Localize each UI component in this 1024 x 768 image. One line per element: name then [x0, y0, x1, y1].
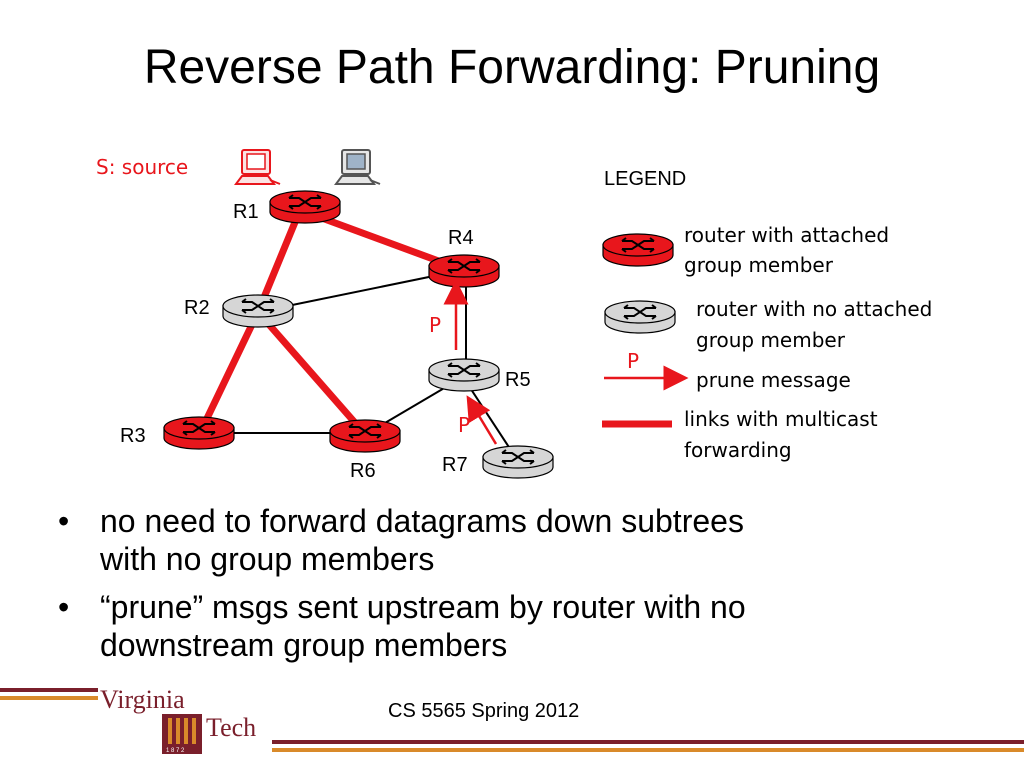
router-label-r6: R6: [350, 460, 376, 482]
router-label-r1: R1: [233, 201, 259, 223]
bullet-item: • no need to forward datagrams down subt…: [58, 502, 958, 578]
logo-virginia-text: Virginia: [100, 685, 185, 714]
bullet-text-line2: with no group members: [100, 541, 435, 577]
logo-year-text: 1 8 7 2: [166, 748, 185, 754]
footer-stripe-left-maroon: [0, 688, 98, 692]
slide-title: Reverse Path Forwarding: Pruning: [143, 41, 881, 94]
legend-item4-line2: forwarding: [684, 438, 792, 462]
legend-title: LEGEND: [604, 168, 686, 190]
logo-hokie-stone-icon: 1 8 7 2: [162, 714, 202, 754]
multicast-link-r2-r6: [255, 309, 367, 436]
bullet-list: • no need to forward datagrams down subt…: [58, 502, 958, 674]
member-computer-icon: [334, 149, 381, 185]
bullet-text-line1: “prune” msgs sent upstream by router wit…: [100, 589, 746, 625]
legend-item2-line2: group member: [696, 328, 846, 352]
source-label: S: source: [96, 155, 188, 179]
legend-item1-line2: group member: [684, 253, 834, 277]
legend-item4-line1: links with multicast: [684, 407, 878, 431]
bullet-marker: •: [58, 503, 70, 539]
router-r5-icon: [428, 358, 500, 392]
bullet-text-line2: downstream group members: [100, 627, 508, 663]
router-label-r4: R4: [448, 227, 474, 249]
footer-stripe-right-orange: [272, 748, 1024, 752]
router-r6-icon: [329, 419, 401, 453]
bullet-text-line1: no need to forward datagrams down subtre…: [100, 503, 744, 539]
footer-stripe-left-orange: [0, 696, 98, 700]
legend-prune-symbol: P: [627, 349, 639, 373]
course-footer: CS 5565 Spring 2012: [388, 700, 580, 722]
multicast-link-r2-r3: [196, 310, 262, 435]
router-label-r5: R5: [505, 369, 531, 391]
router-label-r2: R2: [184, 297, 210, 319]
logo-tech-text: Tech: [206, 713, 256, 742]
source-computer-icon: [234, 149, 281, 185]
legend-item2-line1: router with no attached: [696, 297, 932, 321]
footer-stripe-right-maroon: [272, 740, 1024, 744]
router-label-r7: R7: [442, 454, 468, 476]
legend-item1-line1: router with attached: [684, 223, 889, 247]
prune-arrow-r7-to-r5: [466, 395, 498, 445]
router-r3-icon: [163, 416, 235, 450]
router-r4-icon: [428, 254, 500, 288]
router-r7-icon: [482, 445, 554, 479]
virginia-tech-logo: Virginia 1 8 7 2 Tech: [100, 685, 256, 754]
router-r2-icon: [222, 294, 294, 328]
legend-item3-label: prune message: [696, 368, 851, 392]
prune-label-1: P: [429, 313, 441, 337]
legend-member-router-icon: [602, 233, 674, 267]
bullet-marker: •: [58, 589, 70, 625]
router-label-r3: R3: [120, 425, 146, 447]
prune-label-2: P: [458, 413, 470, 437]
router-r1-icon: [269, 190, 341, 224]
legend-nonmember-router-icon: [604, 300, 676, 334]
bullet-item: • “prune” msgs sent upstream by router w…: [58, 588, 958, 664]
